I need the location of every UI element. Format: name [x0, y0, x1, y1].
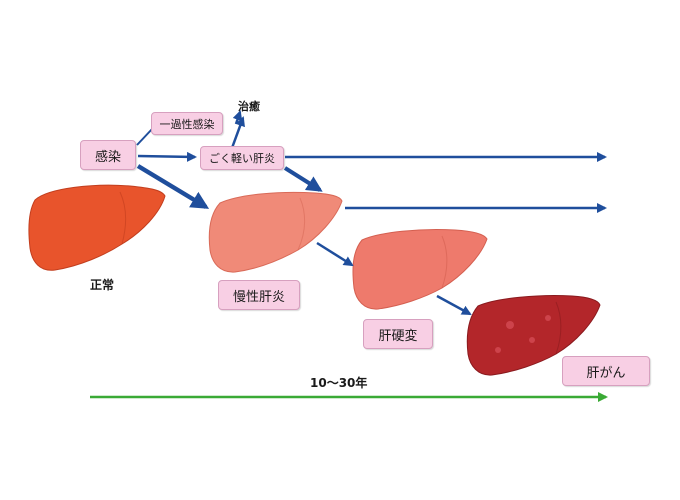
- arrow-cirrhosis-to-cancer: [436, 294, 472, 316]
- timeline-label: 10～30年: [310, 376, 368, 390]
- liver-cancer-box: 肝がん: [562, 356, 650, 386]
- arrow-infection-to-transient: [136, 127, 154, 146]
- infection-box: 感染: [80, 140, 136, 170]
- cirrhosis-box: 肝硬変: [363, 319, 433, 349]
- mild-hepatitis-box: ごく軽い肝炎: [200, 146, 284, 170]
- arrow-mild-to-chronic: [283, 166, 323, 192]
- cirrhosis-label: 肝硬変: [378, 328, 418, 344]
- liver-chronic-shape: [208, 191, 343, 273]
- transient-infection-label: 一過性感染: [159, 117, 215, 131]
- healing-label: 治癒: [238, 100, 260, 113]
- arrow-infection-to-mild: [137, 151, 197, 162]
- liver-normal-shape: [28, 184, 166, 271]
- normal-label: 正常: [90, 278, 115, 292]
- liver-cirrhosis-shape: [352, 229, 488, 310]
- infection-label: 感染: [94, 149, 121, 165]
- transient-infection-box: 一過性感染: [151, 112, 223, 135]
- arrow-chronic-to-cirrhosis: [316, 241, 354, 267]
- chronic-hepatitis-box: 慢性肝炎: [218, 280, 300, 310]
- chronic-hepatitis-label: 慢性肝炎: [232, 289, 285, 305]
- mild-hepatitis-label: ごく軽い肝炎: [209, 152, 275, 165]
- liver-cancer-label: 肝がん: [586, 365, 626, 381]
- arrow-mild-to-healing: [230, 116, 245, 149]
- arrow-infection-to-chronic: [136, 164, 210, 209]
